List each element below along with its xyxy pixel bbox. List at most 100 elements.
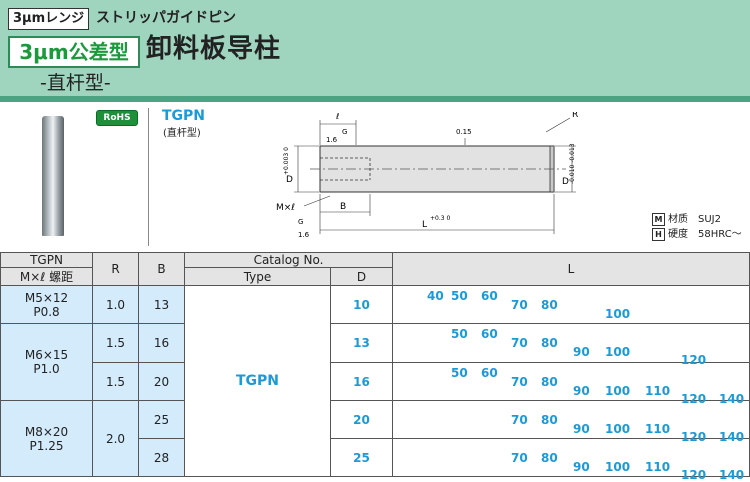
d-cell: 13 bbox=[330, 323, 393, 363]
tolerance-badge: 3μm公差型 bbox=[8, 36, 140, 68]
panel-divider bbox=[148, 108, 149, 246]
label-m-x-l: M×ℓ bbox=[276, 203, 295, 213]
l-value: 100 bbox=[605, 306, 631, 321]
page-subtitle: -直杆型- bbox=[40, 72, 111, 94]
l-value: 50 bbox=[451, 288, 468, 303]
l-value: 50 bbox=[451, 365, 468, 380]
l-value: 70 bbox=[511, 412, 528, 427]
l-value: 110 bbox=[645, 383, 671, 398]
l-value: 70 bbox=[511, 374, 528, 389]
header-catalog: Catalog No. bbox=[184, 252, 393, 268]
l-value: 100 bbox=[605, 383, 631, 398]
leader-line bbox=[303, 195, 331, 207]
l-value: 60 bbox=[481, 327, 498, 341]
l-value: 100 bbox=[605, 345, 631, 359]
d-cell: 25 bbox=[330, 438, 393, 477]
l-value: 90 bbox=[573, 421, 590, 436]
label-d-right-tol: -0.010 -0.013 bbox=[569, 143, 576, 184]
header-divider bbox=[0, 96, 750, 102]
r-cell: 1.5 bbox=[92, 323, 139, 363]
label-g-top: G bbox=[342, 128, 347, 136]
r-cell: 2.0 bbox=[92, 400, 139, 477]
header-d: D bbox=[330, 267, 393, 286]
leader-line bbox=[545, 117, 571, 133]
l-value: 80 bbox=[541, 336, 558, 350]
label-d-left: D bbox=[286, 175, 293, 185]
header-l: L bbox=[392, 252, 750, 286]
material-badge-icon: M bbox=[652, 212, 665, 226]
l-value: 60 bbox=[481, 288, 498, 303]
l-value: 110 bbox=[645, 459, 671, 474]
b-cell: 13 bbox=[138, 285, 185, 324]
b-cell: 28 bbox=[138, 438, 185, 477]
l-value: 90 bbox=[573, 459, 590, 474]
type-cell: TGPN bbox=[184, 285, 331, 477]
l-value: 80 bbox=[541, 412, 558, 427]
product-info-panel: RoHS TGPN (直杆型) ℓ G 1.6 0.15 bbox=[0, 102, 750, 252]
r-cell: 1.0 bbox=[92, 285, 139, 324]
label-g-bottom: G bbox=[298, 218, 303, 226]
technical-drawing: ℓ G 1.6 0.15 R D +0.003 0 D -0.010 -0.01… bbox=[276, 112, 578, 239]
d-cell: 20 bbox=[330, 400, 393, 439]
guide-pin-photo bbox=[42, 116, 64, 236]
label-1-6-top: 1.6 bbox=[326, 136, 338, 144]
label-d-left-tol: +0.003 0 bbox=[283, 147, 290, 175]
page-title: 卸料板导柱 bbox=[146, 34, 282, 64]
rohs-badge: RoHS bbox=[96, 110, 138, 126]
label-r: R bbox=[572, 112, 578, 120]
b-cell: 20 bbox=[138, 362, 185, 401]
l-value: 90 bbox=[573, 345, 590, 359]
header-b: B bbox=[138, 252, 185, 286]
header-tgpn: TGPN bbox=[0, 252, 93, 268]
range-tag: 3μmレンジ bbox=[8, 8, 90, 30]
label-l-small: ℓ bbox=[335, 112, 339, 121]
label-0-15: 0.15 bbox=[456, 128, 472, 136]
label-1-6-bottom: 1.6 bbox=[298, 231, 310, 239]
d-cell: 16 bbox=[330, 362, 393, 401]
l-values-cell: 40 50 60 70 80 100 bbox=[392, 285, 750, 324]
b-cell: 25 bbox=[138, 400, 185, 439]
l-value: 70 bbox=[511, 297, 528, 312]
table-row: 28 25 70 80 90 100 110 120 140 bbox=[1, 438, 750, 482]
l-value: 40 bbox=[427, 288, 444, 303]
l-value: 70 bbox=[511, 450, 528, 465]
l-value: 90 bbox=[573, 383, 590, 398]
l-value: 60 bbox=[481, 365, 498, 380]
l-value: 120 bbox=[681, 467, 707, 482]
product-code-sub: (直杆型) bbox=[163, 128, 201, 139]
label-b: B bbox=[340, 202, 346, 212]
header-type: Type bbox=[184, 267, 331, 286]
l-value: 100 bbox=[605, 459, 631, 474]
l-value: 80 bbox=[541, 374, 558, 389]
header-r: R bbox=[92, 252, 139, 286]
l-value: 80 bbox=[541, 450, 558, 465]
l-value: 80 bbox=[541, 297, 558, 312]
hardness-badge-icon: H bbox=[652, 227, 665, 241]
header-mx: M×ℓ 螺距 bbox=[0, 267, 93, 286]
l-value: 50 bbox=[451, 327, 468, 341]
l-value: 110 bbox=[645, 421, 671, 436]
product-code: TGPN bbox=[162, 108, 206, 124]
label-l: L bbox=[422, 220, 427, 230]
series-name: ストリッパガイドピン bbox=[96, 10, 236, 26]
l-values-cell: 70 80 90 100 110 120 140 bbox=[392, 438, 750, 482]
l-value: 140 bbox=[719, 467, 745, 482]
b-cell: 16 bbox=[138, 323, 185, 363]
label-l-tol: +0.3 0 bbox=[430, 215, 450, 222]
d-cell: 10 bbox=[330, 285, 393, 324]
r-cell: 1.5 bbox=[92, 362, 139, 401]
label-d-right: D bbox=[562, 177, 569, 187]
